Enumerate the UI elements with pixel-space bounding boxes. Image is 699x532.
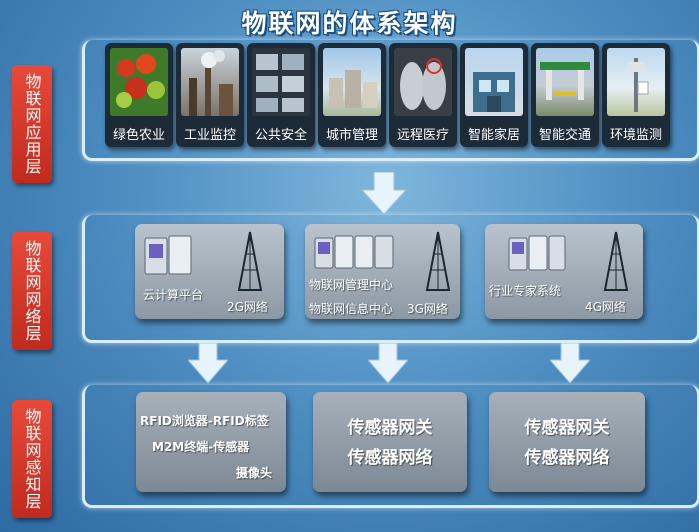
down-arrow-icon [362, 172, 406, 215]
app-label: 环境监测 [609, 128, 662, 143]
app-label: 远程医疗 [396, 128, 449, 143]
app-label: 智能家居 [467, 128, 520, 143]
app-tile-public-safety: 公共安全 [247, 43, 315, 147]
app-label: 工业监控 [183, 128, 236, 143]
camera-label: 摄像头 [236, 466, 273, 480]
perception-box-sensor-1: 传感器网关 传感器网络 [313, 392, 467, 492]
factory-image [181, 48, 239, 116]
city-image [323, 48, 381, 116]
network-box-cloud: 云计算平台 2G网络 [135, 224, 284, 319]
app-label: 公共安全 [254, 128, 307, 143]
app-tile-smart-traffic: 智能交通 [531, 43, 599, 147]
network-3g-label: 3G网络 [407, 302, 448, 316]
down-arrow-icon [550, 343, 590, 384]
network-box-management: 物联网管理中心 物联网信息中心 3G网络 [305, 224, 460, 319]
server-icon [144, 235, 192, 275]
network-4g-label: 4G网络 [585, 300, 626, 314]
server-icon [508, 235, 566, 271]
app-tile-city: 城市管理 [318, 43, 386, 147]
tower-icon [425, 231, 451, 291]
sensor-network-label: 传感器网络 [347, 448, 433, 468]
cctv-screens-image [252, 48, 310, 116]
application-layer-label: 物联网应用层 [12, 65, 52, 183]
server-icon [314, 235, 394, 269]
cloud-platform-label: 云计算平台 [143, 288, 204, 302]
app-tile-smart-home: 智能家居 [460, 43, 528, 147]
weather-station-image [607, 48, 665, 116]
tower-icon [237, 231, 263, 291]
sensor-gateway-label: 传感器网关 [524, 418, 610, 438]
application-layer-band [82, 40, 699, 161]
diagram-title: 物联网的体系架构 [241, 9, 458, 38]
perception-box-sensor-2: 传感器网关 传感器网络 [489, 392, 645, 492]
tower-icon [603, 231, 629, 291]
app-label: 绿色农业 [112, 128, 165, 143]
sensor-network-label: 传感器网络 [524, 448, 610, 468]
toll-gate-image [536, 48, 594, 116]
app-tile-agriculture: 绿色农业 [105, 43, 173, 147]
network-2g-label: 2G网络 [227, 300, 268, 314]
information-center-label: 物联网信息中心 [309, 302, 394, 316]
sensor-gateway-label: 传感器网关 [347, 418, 433, 438]
expert-system-label: 行业专家系统 [489, 284, 562, 298]
app-tile-environment: 环境监测 [602, 43, 670, 147]
m2m-label: M2M终端-传感器 [152, 440, 250, 454]
down-arrow-icon [368, 343, 408, 384]
management-center-label: 物联网管理中心 [309, 278, 394, 292]
perception-layer-band [82, 385, 699, 508]
down-arrow-icon [188, 343, 228, 384]
app-tile-industrial: 工业监控 [176, 43, 244, 147]
network-layer-band [82, 215, 699, 343]
network-box-expert: 行业专家系统 4G网络 [485, 224, 643, 319]
app-label: 智能交通 [538, 128, 591, 143]
rfid-label: RFID浏览器-RFID标签 [140, 414, 269, 428]
house-image [465, 48, 523, 116]
tomato-image [110, 48, 168, 116]
xray-image [394, 48, 452, 116]
perception-layer-label: 物联网感知层 [12, 400, 52, 518]
perception-box-rfid: RFID浏览器-RFID标签 M2M终端-传感器 摄像头 [136, 392, 286, 492]
app-tile-telemedicine: 远程医疗 [389, 43, 457, 147]
app-label: 城市管理 [325, 128, 378, 143]
network-layer-label: 物联网网络层 [12, 232, 52, 350]
